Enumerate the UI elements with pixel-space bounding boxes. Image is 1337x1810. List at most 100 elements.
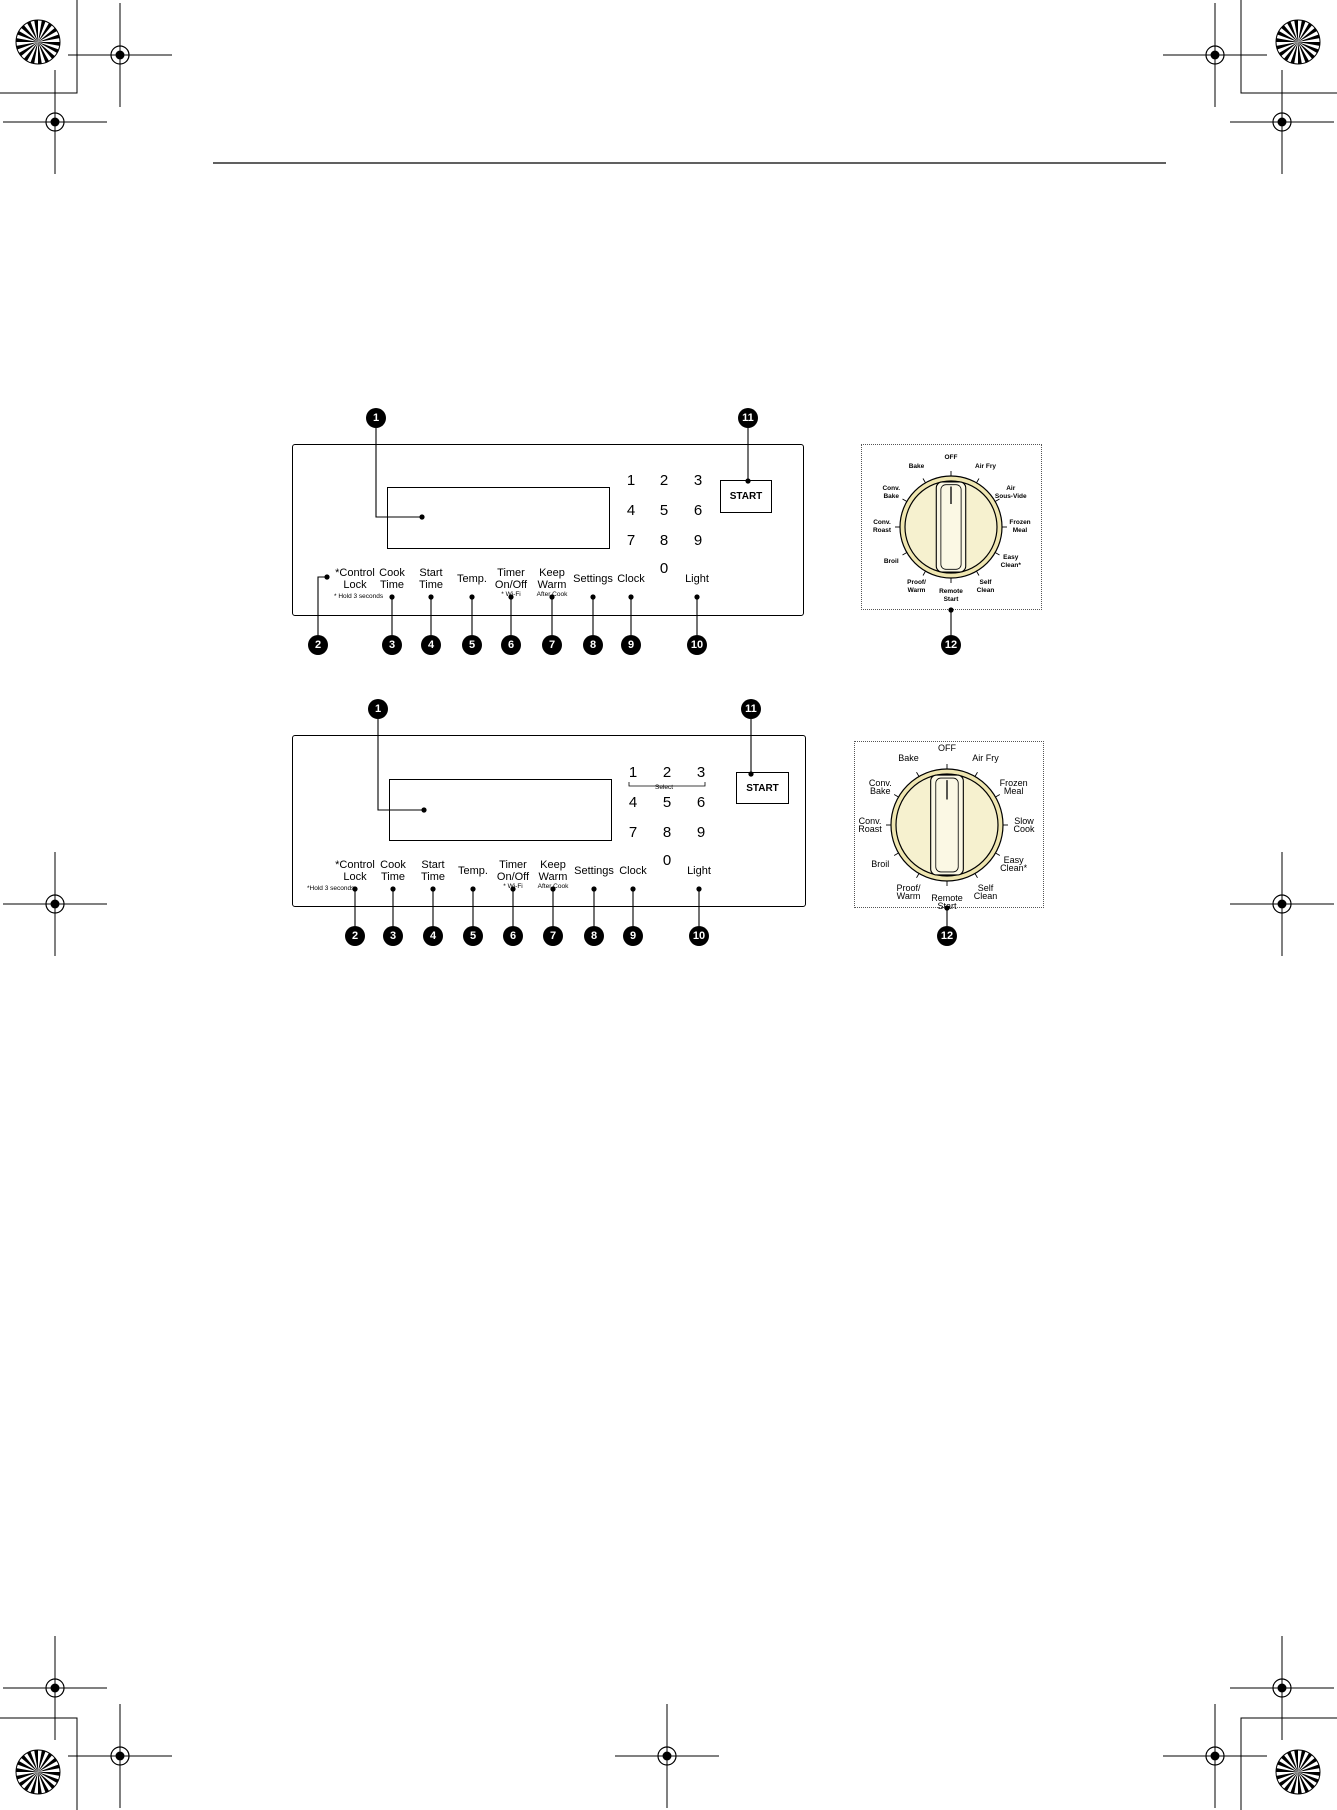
leader-dot-timer-top — [508, 594, 514, 600]
digit-key-3-top[interactable]: 3 — [693, 472, 703, 489]
digit-key-7-bottom[interactable]: 7 — [628, 824, 638, 841]
leader-dot-start-top — [745, 478, 751, 484]
digit-key-1-top[interactable]: 1 — [626, 472, 636, 489]
cook-time-label-line2: Time — [380, 871, 406, 883]
clock-key-top[interactable]: Clock — [601, 573, 661, 585]
control-lock-label-line2: Lock — [343, 579, 367, 591]
start-time-label-line1: Start — [419, 567, 443, 579]
cook-time-label-line1: Cook — [380, 859, 406, 871]
start-button-bottom[interactable]: START — [736, 772, 789, 804]
digit-key-0-top[interactable]: 0 — [659, 560, 669, 577]
settings-label-line1: Settings — [573, 573, 613, 585]
timer-label-line2: On/Off — [494, 579, 528, 591]
clock-key-bottom[interactable]: Clock — [603, 865, 663, 877]
digit-key-4-bottom[interactable]: 4 — [628, 794, 638, 811]
knob-tick — [976, 478, 980, 484]
callout-settings-bottom: 8 — [584, 926, 604, 946]
callout-knob-bottom: 12 — [937, 926, 957, 946]
cook-time-label-line2: Time — [379, 579, 405, 591]
leader-dot-timer-bottom — [510, 886, 516, 892]
knob-label-bottom: Remote Start — [931, 893, 963, 911]
digit-key-5-bottom[interactable]: 5 — [662, 794, 672, 811]
crosshair-mark-5 — [3, 852, 107, 956]
leader-dot-start-time-bottom — [430, 886, 436, 892]
digit-key-6-top[interactable]: 6 — [693, 502, 703, 519]
digit-key-9-top[interactable]: 9 — [693, 532, 703, 549]
digit-key-3-bottom[interactable]: 3 — [696, 764, 706, 781]
leader-dot-keep-warm-bottom — [550, 886, 556, 892]
digit-key-9-bottom[interactable]: 9 — [696, 824, 706, 841]
leader-dot-temp-top — [469, 594, 475, 600]
callout-temp-top: 5 — [462, 635, 482, 655]
light-key-top[interactable]: Light — [667, 573, 727, 585]
callout-start-bottom: 11 — [741, 699, 761, 719]
mode-knob-bottom[interactable] — [886, 764, 1008, 886]
leader-dot-cook-time-top — [389, 594, 395, 600]
crosshair-mark-10 — [615, 1704, 719, 1808]
leader-dot-display-top — [419, 514, 425, 520]
knob-label-top: Frozen Meal — [1009, 519, 1031, 534]
hold-note-bottom: *Hold 3 seconds — [307, 885, 355, 892]
knob-label-top: Self Clean — [976, 578, 995, 594]
callout-light-bottom: 10 — [689, 926, 709, 946]
digit-key-8-top[interactable]: 8 — [659, 532, 669, 549]
temp-key-bottom[interactable]: Temp. — [443, 865, 503, 877]
digit-key-5-top[interactable]: 5 — [659, 502, 669, 519]
light-label-line1: Light — [687, 865, 711, 877]
settings-key-top[interactable]: Settings — [563, 573, 623, 585]
select-label-bottom: Select — [655, 784, 674, 791]
timer-label-line1: Timer — [497, 567, 525, 579]
digit-key-6-bottom[interactable]: 6 — [696, 794, 706, 811]
callout-temp-bottom: 5 — [463, 926, 483, 946]
clock-label-line1: Clock — [617, 573, 645, 585]
display-window-top — [387, 487, 610, 549]
temp-label-line1: Temp. — [457, 573, 487, 585]
start-time-label-line2: Time — [420, 871, 446, 883]
timer-label-line1: Timer — [499, 859, 527, 871]
leader-dot-start-bottom — [748, 771, 754, 777]
callout-timer-bottom: 6 — [503, 926, 523, 946]
temp-label-line1: Temp. — [458, 865, 488, 877]
mode-knob-top[interactable] — [895, 471, 1007, 583]
light-key-bottom[interactable]: Light — [669, 865, 729, 877]
leader-dot-light-bottom — [696, 886, 702, 892]
knob-label-bottom: Conv. Bake — [868, 777, 892, 796]
crosshair-mark-1 — [68, 3, 172, 107]
digit-key-8-bottom[interactable]: 8 — [662, 824, 672, 841]
digit-key-2-bottom[interactable]: 2 — [662, 764, 672, 781]
leader-dot-settings-bottom — [591, 886, 597, 892]
digit-key-4-top[interactable]: 4 — [626, 502, 636, 519]
leader-display-top — [375, 428, 422, 518]
callout-knob-top: 12 — [941, 635, 961, 655]
cook-time-label-line1: Cook — [379, 567, 405, 579]
digit-key-1-bottom[interactable]: 1 — [628, 764, 638, 781]
crosshair-mark-2 — [3, 70, 107, 174]
digit-key-7-top[interactable]: 7 — [626, 532, 636, 549]
digit-key-2-top[interactable]: 2 — [659, 472, 669, 489]
timer-label-line2: On/Off — [496, 871, 530, 883]
temp-key-top[interactable]: Temp. — [442, 573, 502, 585]
knob-label-top: Remote Start — [939, 588, 963, 603]
settings-key-bottom[interactable]: Settings — [564, 865, 624, 877]
starburst-mark-top-right — [1275, 19, 1321, 65]
knob-tick — [994, 552, 1000, 556]
light-label-line1: Light — [685, 573, 709, 585]
knob-tick — [976, 570, 980, 576]
hold-note-top: * Hold 3 seconds — [334, 593, 384, 600]
digit-key-0-bottom[interactable]: 0 — [662, 852, 672, 869]
corner-mark-top-right — [1240, 0, 1337, 94]
knob-tick — [994, 498, 1000, 502]
knob-label-bottom: Air Fry — [972, 753, 999, 764]
settings-label-line1: Settings — [574, 865, 614, 877]
